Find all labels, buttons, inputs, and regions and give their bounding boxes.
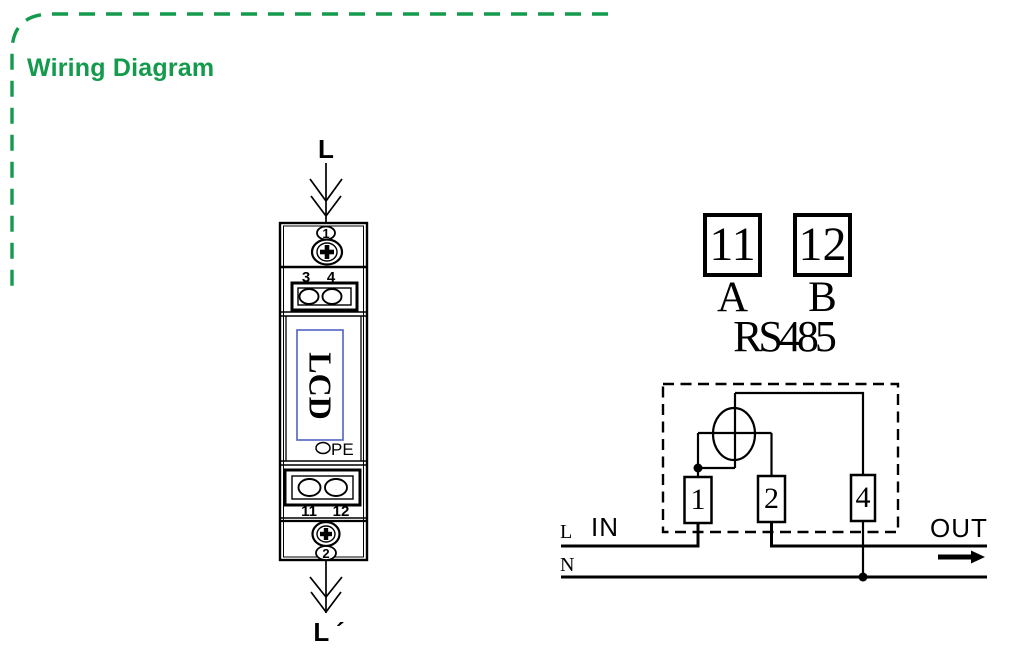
line-in-label: L [318, 134, 334, 164]
phillips-cross-icon [320, 245, 334, 259]
out-label: OUT [930, 513, 988, 543]
junction-dot [858, 572, 868, 582]
rs485-terminal-a-box: 11 [703, 213, 762, 277]
rs485-wire-a-label: A [716, 274, 749, 321]
neutral-line-label: N [560, 554, 574, 576]
supply-lines [561, 522, 987, 579]
bottom-terminal-screw: 2 [311, 520, 341, 561]
pe-marking: PE [315, 440, 354, 459]
schematic-terminal-4: 4 [856, 481, 871, 514]
live-line-label: L [560, 521, 572, 543]
rs485-terminal-a-number: 11 [709, 218, 756, 271]
pe-label: PE [331, 440, 354, 459]
in-label: IN [591, 512, 619, 542]
rs485-wire-b-label: B [808, 274, 837, 321]
meter-front-sketch: L 1 3 4 [278, 134, 369, 647]
upper-terminal-block: 3 4 [290, 269, 359, 312]
schematic-terminal-1: 1 [691, 483, 706, 516]
top-screw-number: 1 [322, 226, 329, 241]
internal-wires [696, 391, 865, 577]
terminal-12-label: 12 [333, 503, 350, 520]
rs485-terminal-b-box: 12 [793, 213, 852, 277]
line-out-label: L ´ [313, 617, 344, 647]
schematic-terminal-2: 2 [764, 482, 779, 515]
top-terminal-screw: 1 [310, 225, 344, 266]
schematic-terminals: 1 2 4 [683, 473, 877, 525]
internal-wiring-schematic: 1 2 4 L IN N OUT [560, 382, 988, 582]
lower-terminal-block: 11 12 [283, 468, 362, 520]
line-in-arrow [309, 163, 343, 223]
rs485-bus-label: RS485 [733, 312, 837, 361]
rs485-terminal-b-number: 12 [798, 218, 847, 271]
terminal-11-label: 11 [301, 503, 317, 520]
lcd-display: LCD [296, 329, 344, 441]
line-out-arrow [309, 560, 343, 614]
page-title: Wiring Diagram [27, 54, 215, 82]
meter-boundary-dashed-box [661, 382, 900, 534]
phillips-cross-icon [320, 528, 332, 540]
junction-dot [693, 463, 703, 473]
terminal-4-label: 4 [327, 269, 336, 286]
current-transformer-icon [711, 406, 757, 462]
flow-direction-arrow-icon [938, 550, 985, 564]
terminal-3-label: 3 [302, 269, 310, 286]
bottom-screw-number: 2 [322, 546, 329, 561]
lcd-label: LCD [303, 352, 339, 420]
pe-circle-icon [315, 441, 331, 455]
